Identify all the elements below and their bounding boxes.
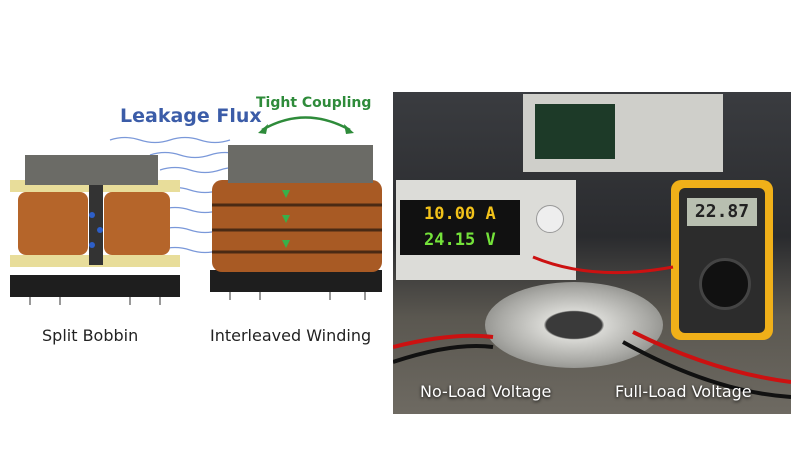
leakage-flux-label: Leakage Flux [120, 105, 262, 127]
split-bobbin-transformer [10, 155, 180, 305]
voltage-unit: V [485, 230, 496, 250]
power-supply: 10.00 A 24.15 V [396, 180, 576, 280]
test-leads [393, 255, 791, 399]
knob [536, 205, 564, 233]
interleaved-winding-label: Interleaved Winding [210, 326, 372, 345]
coupling-arrow-icon [261, 116, 351, 132]
split-bobbin-label: Split Bobbin [42, 326, 139, 345]
full-load-voltage-label: Full-Load Voltage [615, 382, 752, 401]
tight-coupling-label: Tight Coupling [256, 95, 372, 111]
lab-photo: 10.00 A 24.15 V 22.87 No-Load Voltage Fu… [393, 92, 791, 414]
interleaved-winding-transformer [210, 145, 382, 300]
current-unit: A [485, 204, 496, 224]
multimeter: 22.87 [671, 180, 773, 340]
multimeter-display: 22.87 [687, 198, 757, 226]
transformer-illustrations [10, 116, 382, 305]
voltage-readout: 24.15 [424, 230, 476, 250]
oscilloscope [523, 94, 723, 172]
toroidal-transformer [485, 282, 663, 368]
current-readout: 10.00 [424, 204, 476, 224]
no-load-voltage-label: No-Load Voltage [420, 382, 552, 401]
